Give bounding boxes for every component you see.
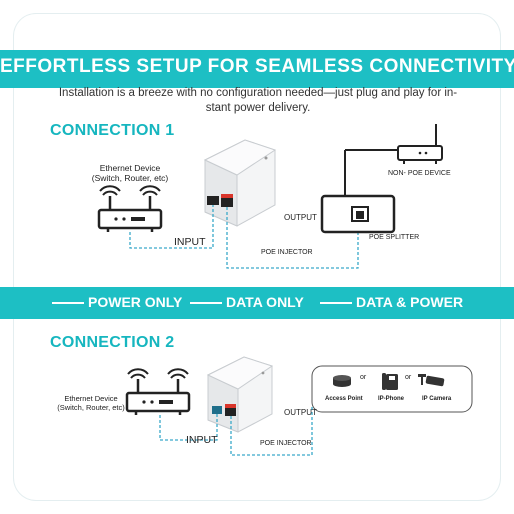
- mode-banner: POWER ONLY DATA ONLY DATA & POWER: [0, 287, 514, 319]
- router-icon: [125, 368, 191, 415]
- router-icon: [97, 185, 163, 232]
- mode-data-only-label: DATA ONLY: [226, 294, 304, 310]
- ip-phone-label: IP-Phone: [378, 396, 405, 402]
- ip-camera-label: IP Camera: [422, 396, 452, 402]
- ethernet-device-label: Ethernet Device (Switch, Router, etc): [52, 394, 130, 412]
- input-label: INPUT: [186, 434, 218, 446]
- ip-phone-icon: [382, 373, 398, 390]
- or-separator: or: [405, 374, 412, 381]
- page-title: EFFORTLESS SETUP FOR SEAMLESS CONNECTIVI…: [0, 56, 514, 77]
- poe-splitter-device: [320, 194, 396, 234]
- subtitle-line-1: Installation is a breeze with no configu…: [58, 87, 458, 99]
- ethernet-device-models: (Switch, Router, etc): [91, 173, 169, 183]
- mode-power-only-label: POWER ONLY: [88, 294, 183, 310]
- ethernet-device-name: Ethernet Device: [64, 394, 118, 403]
- ethernet-device-name: Ethernet Device: [99, 163, 161, 173]
- mode-data-power: DATA & POWER: [320, 294, 463, 310]
- access-point-icon: [333, 375, 351, 387]
- poe-injector-label: POE INJECTOR: [261, 249, 313, 256]
- subtitle-line-2: stant power delivery.: [205, 102, 311, 114]
- connection2-title: CONNECTION 2: [50, 334, 175, 351]
- output-label: OUTPUT: [284, 408, 317, 417]
- non-poe-device-icon: [397, 124, 443, 164]
- subtitle: Installation is a breeze with no configu…: [48, 86, 468, 116]
- mode-data-power-label: DATA & POWER: [356, 294, 464, 310]
- ethernet-device-label: Ethernet Device (Switch, Router, etc): [84, 163, 176, 183]
- poe-splitter-label: POE SPLITTER: [369, 234, 420, 241]
- mode-data-only: DATA ONLY: [190, 294, 304, 310]
- ip-camera-icon: [418, 374, 445, 387]
- ethernet-device-models: (Switch, Router, etc): [57, 403, 125, 412]
- or-separator: or: [360, 374, 367, 381]
- input-label: INPUT: [174, 236, 206, 248]
- mode-power-only: POWER ONLY: [52, 294, 182, 310]
- poe-injector-device: [203, 139, 277, 227]
- output-label: OUTPUT: [284, 213, 317, 222]
- non-poe-device-label: NON- POE DEVICE: [388, 170, 451, 177]
- connection1-title: CONNECTION 1: [50, 122, 175, 139]
- poe-injector-label: POE INJECTOR: [260, 440, 312, 447]
- header-banner: EFFORTLESS SETUP FOR SEAMLESS CONNECTIVI…: [0, 50, 514, 88]
- access-point-label: Access Point: [325, 396, 363, 402]
